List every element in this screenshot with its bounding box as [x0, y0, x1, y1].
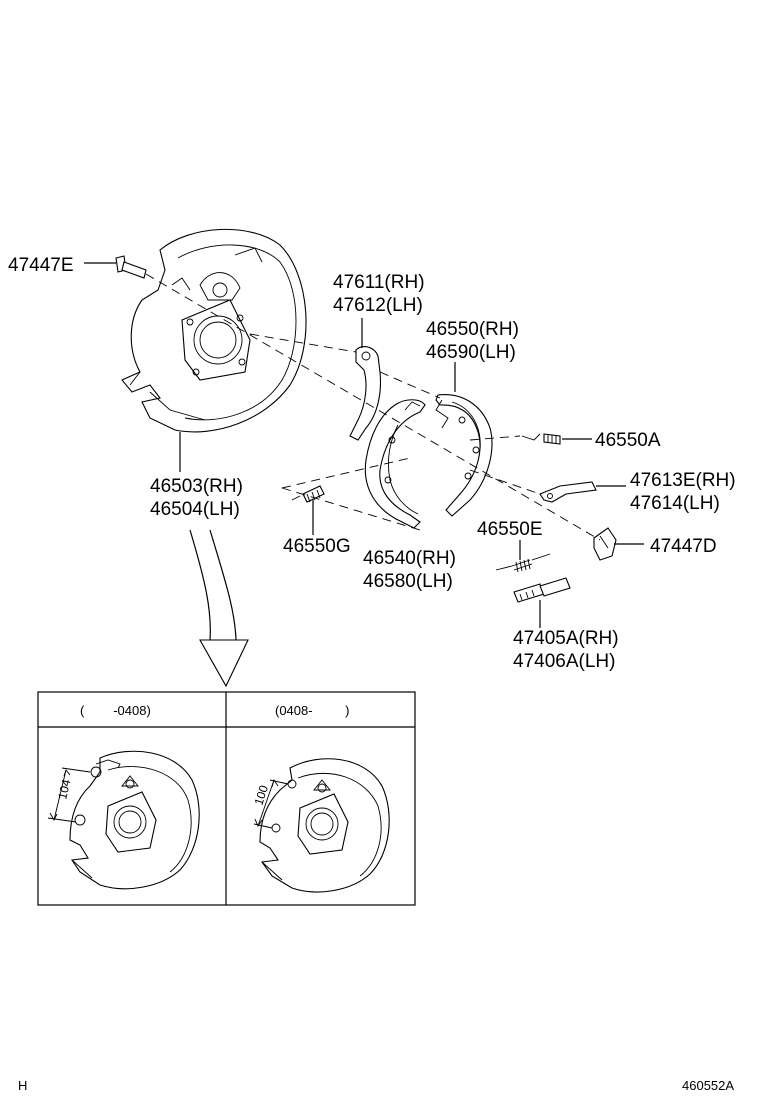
- backing-plate-late: [253, 758, 390, 893]
- footer-code: 460552A: [682, 1078, 734, 1093]
- brake-shoe-front: [364, 399, 426, 529]
- backing-plate: [121, 228, 307, 433]
- label-47613E: 47613E(RH): [630, 470, 736, 491]
- plug-47447D: [593, 527, 644, 561]
- adjuster-47405A: [513, 577, 571, 628]
- label-47614: 47614(LH): [630, 493, 720, 514]
- label-46504: 46504(LH): [150, 499, 240, 520]
- adjuster-lever: [539, 481, 626, 503]
- label-47447D: 47447D: [650, 536, 717, 557]
- label-47406A: 47406A(LH): [513, 651, 615, 672]
- detail-table: [37, 691, 416, 906]
- brake-shoe-rear: [435, 362, 493, 517]
- backing-plate-early: [47, 750, 200, 890]
- label-47405A: 47405A(RH): [513, 628, 619, 649]
- label-46550: 46550(RH): [426, 319, 519, 340]
- label-46503: 46503(RH): [150, 476, 243, 497]
- bolt-47447E: [84, 255, 147, 279]
- detail-arrow: [189, 529, 249, 688]
- label-46590: 46590(LH): [426, 342, 516, 363]
- parking-lever: [349, 318, 382, 441]
- label-46580: 46580(LH): [363, 571, 453, 592]
- dimension-left: 104: [55, 778, 73, 801]
- label-47612: 47612(LH): [333, 295, 423, 316]
- assembly-lines: [145, 273, 601, 541]
- label-46550G: 46550G: [283, 536, 351, 557]
- dimension-right: 100: [252, 783, 272, 807]
- spring-46550A: [521, 433, 592, 445]
- spring-46550E: [495, 540, 551, 573]
- label-47447E: 47447E: [8, 255, 74, 276]
- spring-46550G: [291, 485, 325, 535]
- label-46550E: 46550E: [477, 519, 543, 540]
- label-46540: 46540(RH): [363, 548, 456, 569]
- header-right: (0408- ): [275, 703, 349, 718]
- footer-left: H: [18, 1078, 27, 1093]
- label-47611: 47611(RH): [333, 272, 425, 293]
- header-left: ( -0408): [80, 703, 151, 718]
- label-46550A: 46550A: [595, 430, 661, 451]
